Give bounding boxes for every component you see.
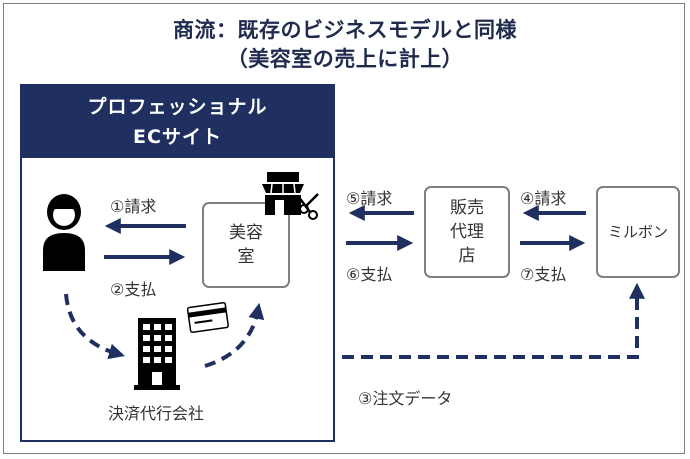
ec-site-header-line1: プロフェッショナル [87,96,268,118]
flow-label-6: ⑥支払 [346,265,393,284]
salon-label-line2: 室 [237,247,255,267]
ec-site-header-line2: ECサイト [133,126,222,148]
flow-label-2: ②支払 [110,280,157,299]
agency-label-line3: 店 [458,246,476,266]
flow-label-4: ④請求 [520,189,567,208]
flow-label-5: ⑤請求 [346,189,393,208]
ec-site-panel: プロフェッショナル ECサイト [20,84,335,442]
flow-label-7: ⑦支払 [520,265,567,284]
agency-box: 販売 代理 店 [424,186,510,278]
diagram-title: 商流：既存のビジネスモデルと同様 [173,18,517,42]
agency-label-line1: 販売 [450,198,484,218]
diagram-subtitle: （美容室の売上に計上） [226,47,464,71]
settlement-label: 決済代行会社 [108,404,205,423]
milbon-label: ミルボン [607,223,668,241]
flow-label-1: ①請求 [110,197,157,216]
agency-label-line2: 代理 [450,222,484,242]
ec-site-header: プロフェッショナル ECサイト [22,86,333,158]
milbon-box: ミルボン [596,186,680,278]
flow-label-3: ③注文データ [358,389,453,408]
salon-label-line1: 美容 [229,223,263,243]
salon-box: 美容 室 [202,202,290,288]
